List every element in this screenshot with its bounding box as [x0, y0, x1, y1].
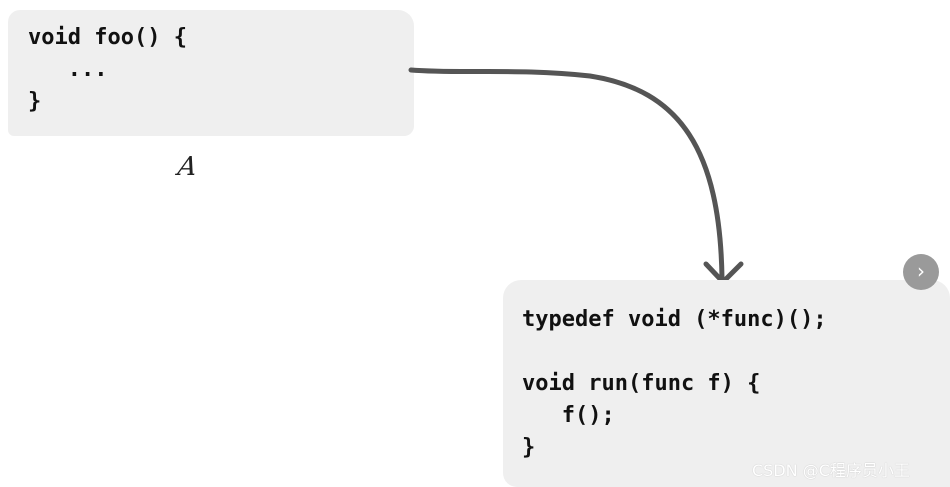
arrow-curve: [408, 67, 725, 281]
next-button[interactable]: ›: [903, 254, 939, 290]
code-box-a: void foo() { ... }: [8, 10, 414, 136]
code-snippet-foo: void foo() { ... }: [28, 25, 187, 114]
watermark: CSDN @C程序员小王: [752, 461, 910, 480]
code-box-b: typedef void (*func)(); void run(func f)…: [503, 280, 950, 487]
chevron-right-icon: ›: [917, 259, 925, 283]
code-snippet-run: typedef void (*func)(); void run(func f)…: [522, 307, 827, 460]
